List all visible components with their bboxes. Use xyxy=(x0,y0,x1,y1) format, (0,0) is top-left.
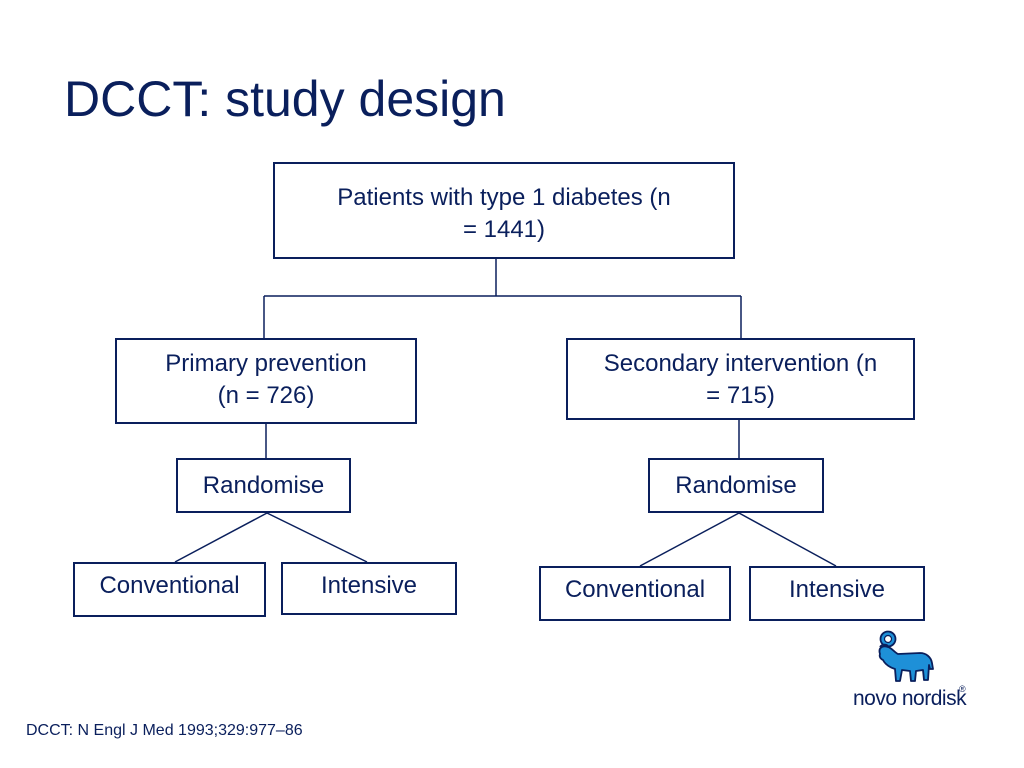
registered-mark: ® xyxy=(959,684,966,694)
box-secondary-intervention: Secondary intervention (n = 715) xyxy=(566,338,915,420)
box-primary-prevention-line2: (n = 726) xyxy=(217,382,315,409)
connector-randomise-right-to-intensive xyxy=(738,512,837,567)
box-primary-prevention: Primary prevention (n = 726) xyxy=(115,338,417,424)
bull-logo-icon xyxy=(878,630,934,682)
box-intensive-primary: Intensive xyxy=(281,562,457,615)
box-randomise-secondary-label: Randomise xyxy=(675,471,797,499)
novo-nordisk-wordmark: novo nordisk xyxy=(853,687,967,710)
box-randomise-primary: Randomise xyxy=(176,458,351,513)
novo-nordisk-logo: novo nordisk ® xyxy=(848,628,968,712)
box-all-patients-line1: Patients with type 1 diabetes (n xyxy=(337,184,671,211)
citation: DCCT: N Engl J Med 1993;329:977–86 xyxy=(26,722,303,739)
box-conventional-primary: Conventional xyxy=(73,562,266,617)
box-conventional-secondary-label: Conventional xyxy=(564,576,706,603)
box-intensive-secondary: Intensive xyxy=(749,566,925,621)
box-conventional-primary-label: Conventional xyxy=(99,572,240,599)
slide-title: DCCT: study design xyxy=(64,71,506,127)
connector-randomise-left-to-intensive xyxy=(266,512,368,563)
box-conventional-secondary: Conventional xyxy=(539,566,731,621)
box-secondary-intervention-line2: = 715) xyxy=(706,382,775,409)
box-randomise-primary-label: Randomise xyxy=(202,471,325,499)
connector-randomise-right-to-conventional xyxy=(639,512,740,567)
box-all-patients-line2: = 1441) xyxy=(462,216,546,243)
connector-randomise-left-to-conventional xyxy=(174,512,268,563)
box-intensive-secondary-label: Intensive xyxy=(788,576,886,603)
box-intensive-primary-label: Intensive xyxy=(320,572,418,599)
box-secondary-intervention-line1: Secondary intervention (n xyxy=(603,350,878,377)
box-all-patients: Patients with type 1 diabetes (n = 1441) xyxy=(273,162,735,259)
box-randomise-secondary: Randomise xyxy=(648,458,824,513)
box-primary-prevention-line1: Primary prevention xyxy=(165,350,367,377)
